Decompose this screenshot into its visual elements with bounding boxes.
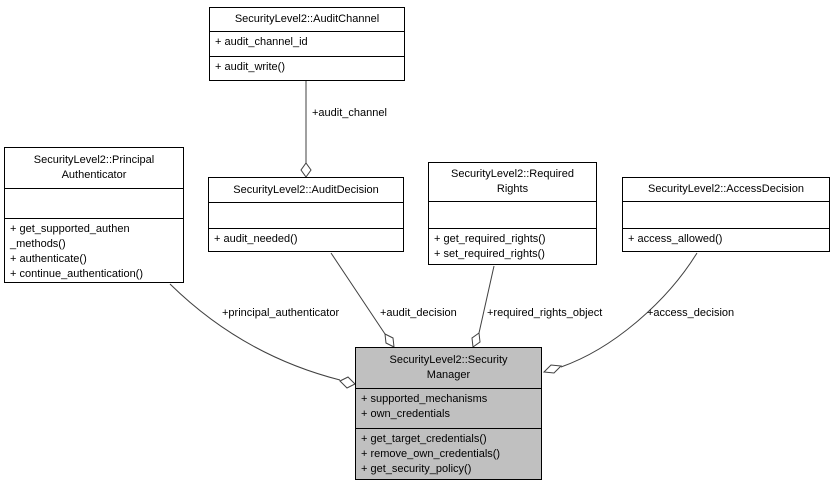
class-title: SecurityLevel2::AccessDecision bbox=[623, 178, 829, 201]
class-required-rights[interactable]: SecurityLevel2::Required Rights + get_re… bbox=[428, 162, 597, 265]
method: + access_allowed() bbox=[628, 233, 723, 245]
class-title-line: SecurityLevel2::Principal bbox=[33, 154, 155, 166]
class-title-line: Authenticator bbox=[61, 169, 127, 181]
class-methods: + get_target_credentials() + remove_own_… bbox=[356, 428, 541, 479]
class-methods: + get_required_rights() + set_required_r… bbox=[429, 228, 596, 264]
class-methods: + audit_write() bbox=[210, 56, 404, 80]
class-principal-authenticator[interactable]: SecurityLevel2::Principal Authenticator … bbox=[4, 147, 184, 283]
edge-principal-authenticator bbox=[169, 283, 341, 381]
class-attributes: + supported_mechanisms + own_credentials bbox=[356, 388, 541, 428]
class-title-line: Manager bbox=[426, 369, 471, 381]
edge-audit-decision bbox=[330, 252, 386, 335]
method: + get_required_rights() bbox=[434, 233, 546, 245]
aggregation-diamond-audit-decision bbox=[384, 333, 395, 348]
class-title-line: SecurityLevel2::AuditDecision bbox=[233, 183, 379, 196]
class-security-manager: SecurityLevel2::Security Manager + suppo… bbox=[355, 347, 542, 480]
class-title-line: SecurityLevel2::Required bbox=[451, 168, 574, 180]
class-methods: + get_supported_authen _methods() + auth… bbox=[5, 218, 183, 282]
aggregation-diamond-access-decision bbox=[542, 364, 563, 374]
class-access-decision[interactable]: SecurityLevel2::AccessDecision + access_… bbox=[622, 177, 830, 252]
edge-label-audit-decision: +audit_decision bbox=[380, 307, 457, 319]
aggregation-diamond-audit-channel bbox=[300, 162, 312, 178]
method: + continue_authentication() bbox=[10, 268, 144, 280]
edge-label-audit-channel: +audit_channel bbox=[312, 107, 387, 119]
attribute: + supported_mechanisms bbox=[361, 393, 488, 405]
aggregation-diamond-principal-authenticator bbox=[339, 376, 356, 389]
class-methods: + audit_needed() bbox=[209, 228, 403, 251]
class-title-line: SecurityLevel2::AccessDecision bbox=[648, 183, 804, 195]
class-attributes bbox=[623, 201, 829, 228]
edge-required-rights bbox=[478, 265, 495, 334]
method: + set_required_rights() bbox=[434, 248, 545, 260]
class-title-line: SecurityLevel2::AuditChannel bbox=[234, 13, 380, 25]
class-attributes bbox=[5, 188, 183, 218]
class-methods: + access_allowed() bbox=[623, 228, 829, 251]
method: + get_supported_authen bbox=[10, 223, 130, 235]
edge-label-required-rights-object: +required_rights_object bbox=[487, 307, 603, 319]
class-attributes bbox=[429, 201, 596, 228]
method: + audit_write() bbox=[215, 61, 286, 73]
edge-label-principal-authenticator: +principal_authenticator bbox=[222, 307, 340, 319]
edge-label-access-decision: +access_decision bbox=[647, 307, 735, 319]
class-title: SecurityLevel2::Required Rights bbox=[429, 163, 596, 201]
attribute: + own_credentials bbox=[361, 408, 450, 420]
class-title: SecurityLevel2::AuditDecision bbox=[209, 178, 403, 202]
class-attributes: + audit_channel_id bbox=[210, 31, 404, 56]
class-title-line: SecurityLevel2::Security bbox=[389, 354, 508, 366]
method: + remove_own_credentials() bbox=[361, 448, 501, 460]
class-title-line: Rights bbox=[496, 183, 529, 195]
method: _methods() bbox=[10, 238, 66, 250]
method: + get_target_credentials() bbox=[361, 433, 487, 445]
class-audit-decision[interactable]: SecurityLevel2::AuditDecision + audit_ne… bbox=[208, 177, 404, 252]
aggregation-diamond-required-rights bbox=[471, 332, 481, 348]
method: + get_security_policy() bbox=[361, 463, 472, 475]
class-title: SecurityLevel2::Security Manager bbox=[356, 348, 541, 388]
method: + authenticate() bbox=[10, 253, 87, 265]
method: + audit_needed() bbox=[214, 233, 298, 245]
class-audit-channel[interactable]: SecurityLevel2::AuditChannel + audit_cha… bbox=[209, 7, 405, 81]
attribute: + audit_channel_id bbox=[215, 36, 308, 48]
class-title: SecurityLevel2::Principal Authenticator bbox=[5, 148, 183, 188]
class-attributes bbox=[209, 202, 403, 228]
class-title: SecurityLevel2::AuditChannel bbox=[210, 8, 404, 31]
